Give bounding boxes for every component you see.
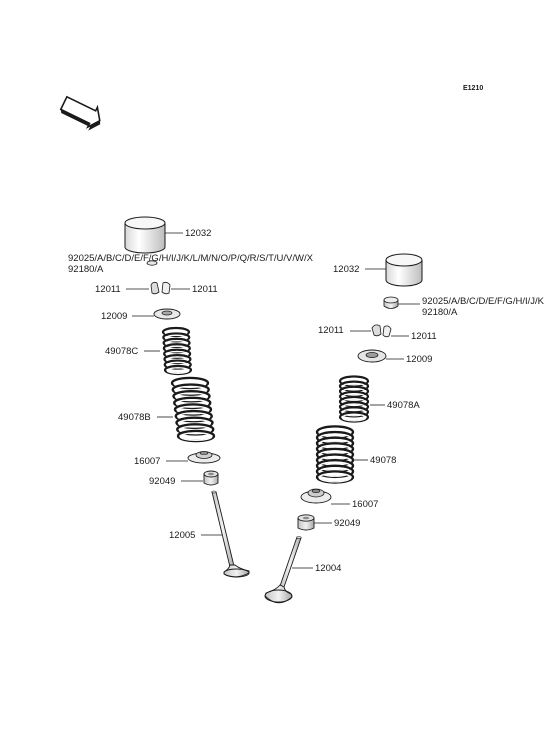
left-tappet-12032[interactable] xyxy=(124,216,166,254)
right-retainer-12009[interactable] xyxy=(357,349,387,363)
label-12011-right-b[interactable]: 12011 xyxy=(411,331,437,342)
label-92025-right[interactable]: 92025/A/B/C/D/E/F/G/H/I/J/K xyxy=(422,296,544,307)
diagram-code: E1210 xyxy=(463,85,484,92)
label-12011-right-a[interactable]: 12011 xyxy=(318,325,344,336)
front-arrow-icon xyxy=(59,95,101,131)
left-outer-spring-49078b[interactable] xyxy=(170,376,216,443)
label-12005-left[interactable]: 12005 xyxy=(169,530,196,541)
label-12004-right[interactable]: 12004 xyxy=(315,563,342,574)
left-valve-seal-92049[interactable] xyxy=(203,470,219,486)
left-inner-spring-49078c[interactable] xyxy=(161,326,193,376)
left-spring-seat-16007[interactable] xyxy=(187,451,221,464)
left-keeper-12011[interactable] xyxy=(150,281,171,295)
label-12009-left[interactable]: 12009 xyxy=(101,311,128,322)
label-12032-right[interactable]: 12032 xyxy=(333,264,360,275)
right-inner-spring-49078a[interactable] xyxy=(338,375,370,423)
label-49078-right[interactable]: 49078 xyxy=(370,455,397,466)
label-92025-left[interactable]: 92025/A/B/C/D/E/F/G/H/I/J/K/L/M/N/O/P/Q/… xyxy=(68,253,313,264)
right-outer-spring-49078[interactable] xyxy=(315,425,355,484)
right-valve-seal-92049[interactable] xyxy=(297,514,315,531)
left-retainer-12009[interactable] xyxy=(153,308,181,320)
label-12011-left-a[interactable]: 12011 xyxy=(95,284,121,295)
label-92049-right[interactable]: 92049 xyxy=(334,518,361,529)
right-tappet-12032[interactable] xyxy=(385,253,423,287)
label-49078c-left[interactable]: 49078C xyxy=(105,346,139,357)
left-valve-12005[interactable] xyxy=(211,490,250,578)
label-92180-right[interactable]: 92180/A xyxy=(422,307,458,318)
label-49078a-right[interactable]: 49078A xyxy=(387,400,420,411)
right-valve-12004[interactable] xyxy=(264,536,302,604)
label-16007-right[interactable]: 16007 xyxy=(352,499,379,510)
label-12011-left-b[interactable]: 12011 xyxy=(192,284,218,295)
left-shim-92025[interactable] xyxy=(146,260,158,266)
right-shim-92025[interactable] xyxy=(383,296,399,309)
label-92049-left[interactable]: 92049 xyxy=(149,476,176,487)
label-92180-left[interactable]: 92180/A xyxy=(68,264,104,275)
label-16007-left[interactable]: 16007 xyxy=(134,456,161,467)
right-keeper-12011[interactable] xyxy=(371,324,392,338)
label-12032-left[interactable]: 12032 xyxy=(185,228,212,239)
label-49078b-left[interactable]: 49078B xyxy=(118,412,151,423)
right-spring-seat-16007[interactable] xyxy=(300,488,332,504)
label-12009-right[interactable]: 12009 xyxy=(406,354,433,365)
